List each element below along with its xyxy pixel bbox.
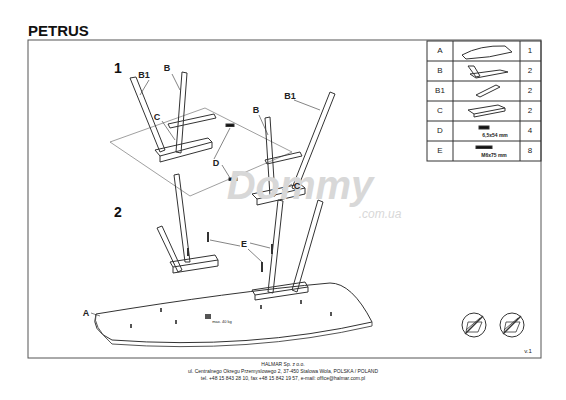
table-cell: B1	[435, 87, 445, 95]
table-cell: 4	[528, 127, 532, 135]
table-cell: A	[437, 47, 442, 55]
table-cell: D	[437, 127, 443, 135]
step-number: 1	[114, 61, 122, 75]
version: v.1	[524, 348, 532, 354]
table-cell: 2	[528, 87, 532, 95]
part-letter: B	[164, 64, 171, 73]
part-letter: B1	[284, 92, 296, 101]
watermark: .com.ua	[359, 208, 402, 220]
part-letter: C	[154, 113, 161, 122]
part-letter: A	[83, 309, 90, 318]
part-letter: E	[241, 240, 247, 249]
title: PETRUS	[28, 22, 89, 39]
footer-line: tel. +48 15 843 28 10, fax +48 15 842 19…	[201, 376, 365, 381]
part-letter: D	[213, 159, 220, 168]
footer-line: ul. Centralnego Okregu Przemyslowego 2, …	[188, 369, 378, 374]
table-cell: 2	[528, 67, 532, 75]
part-letter: C	[294, 182, 301, 191]
dimension: 6,5x54 mm	[482, 133, 508, 138]
table-cell: 1	[528, 47, 532, 55]
table-cell: 8	[528, 147, 532, 155]
step-number: 2	[114, 205, 122, 219]
table-cell: 2	[528, 107, 532, 115]
part-letter: B	[253, 106, 260, 115]
table-cell: C	[437, 107, 443, 115]
load-note: max. 40 kg	[212, 320, 232, 324]
footer-line: HALMAR Sp. z o.o.	[261, 362, 304, 367]
part-letter: B1	[138, 71, 150, 80]
table-cell: E	[437, 147, 442, 155]
dimension: M6x75 mm	[481, 153, 507, 158]
table-cell: B	[437, 67, 442, 75]
